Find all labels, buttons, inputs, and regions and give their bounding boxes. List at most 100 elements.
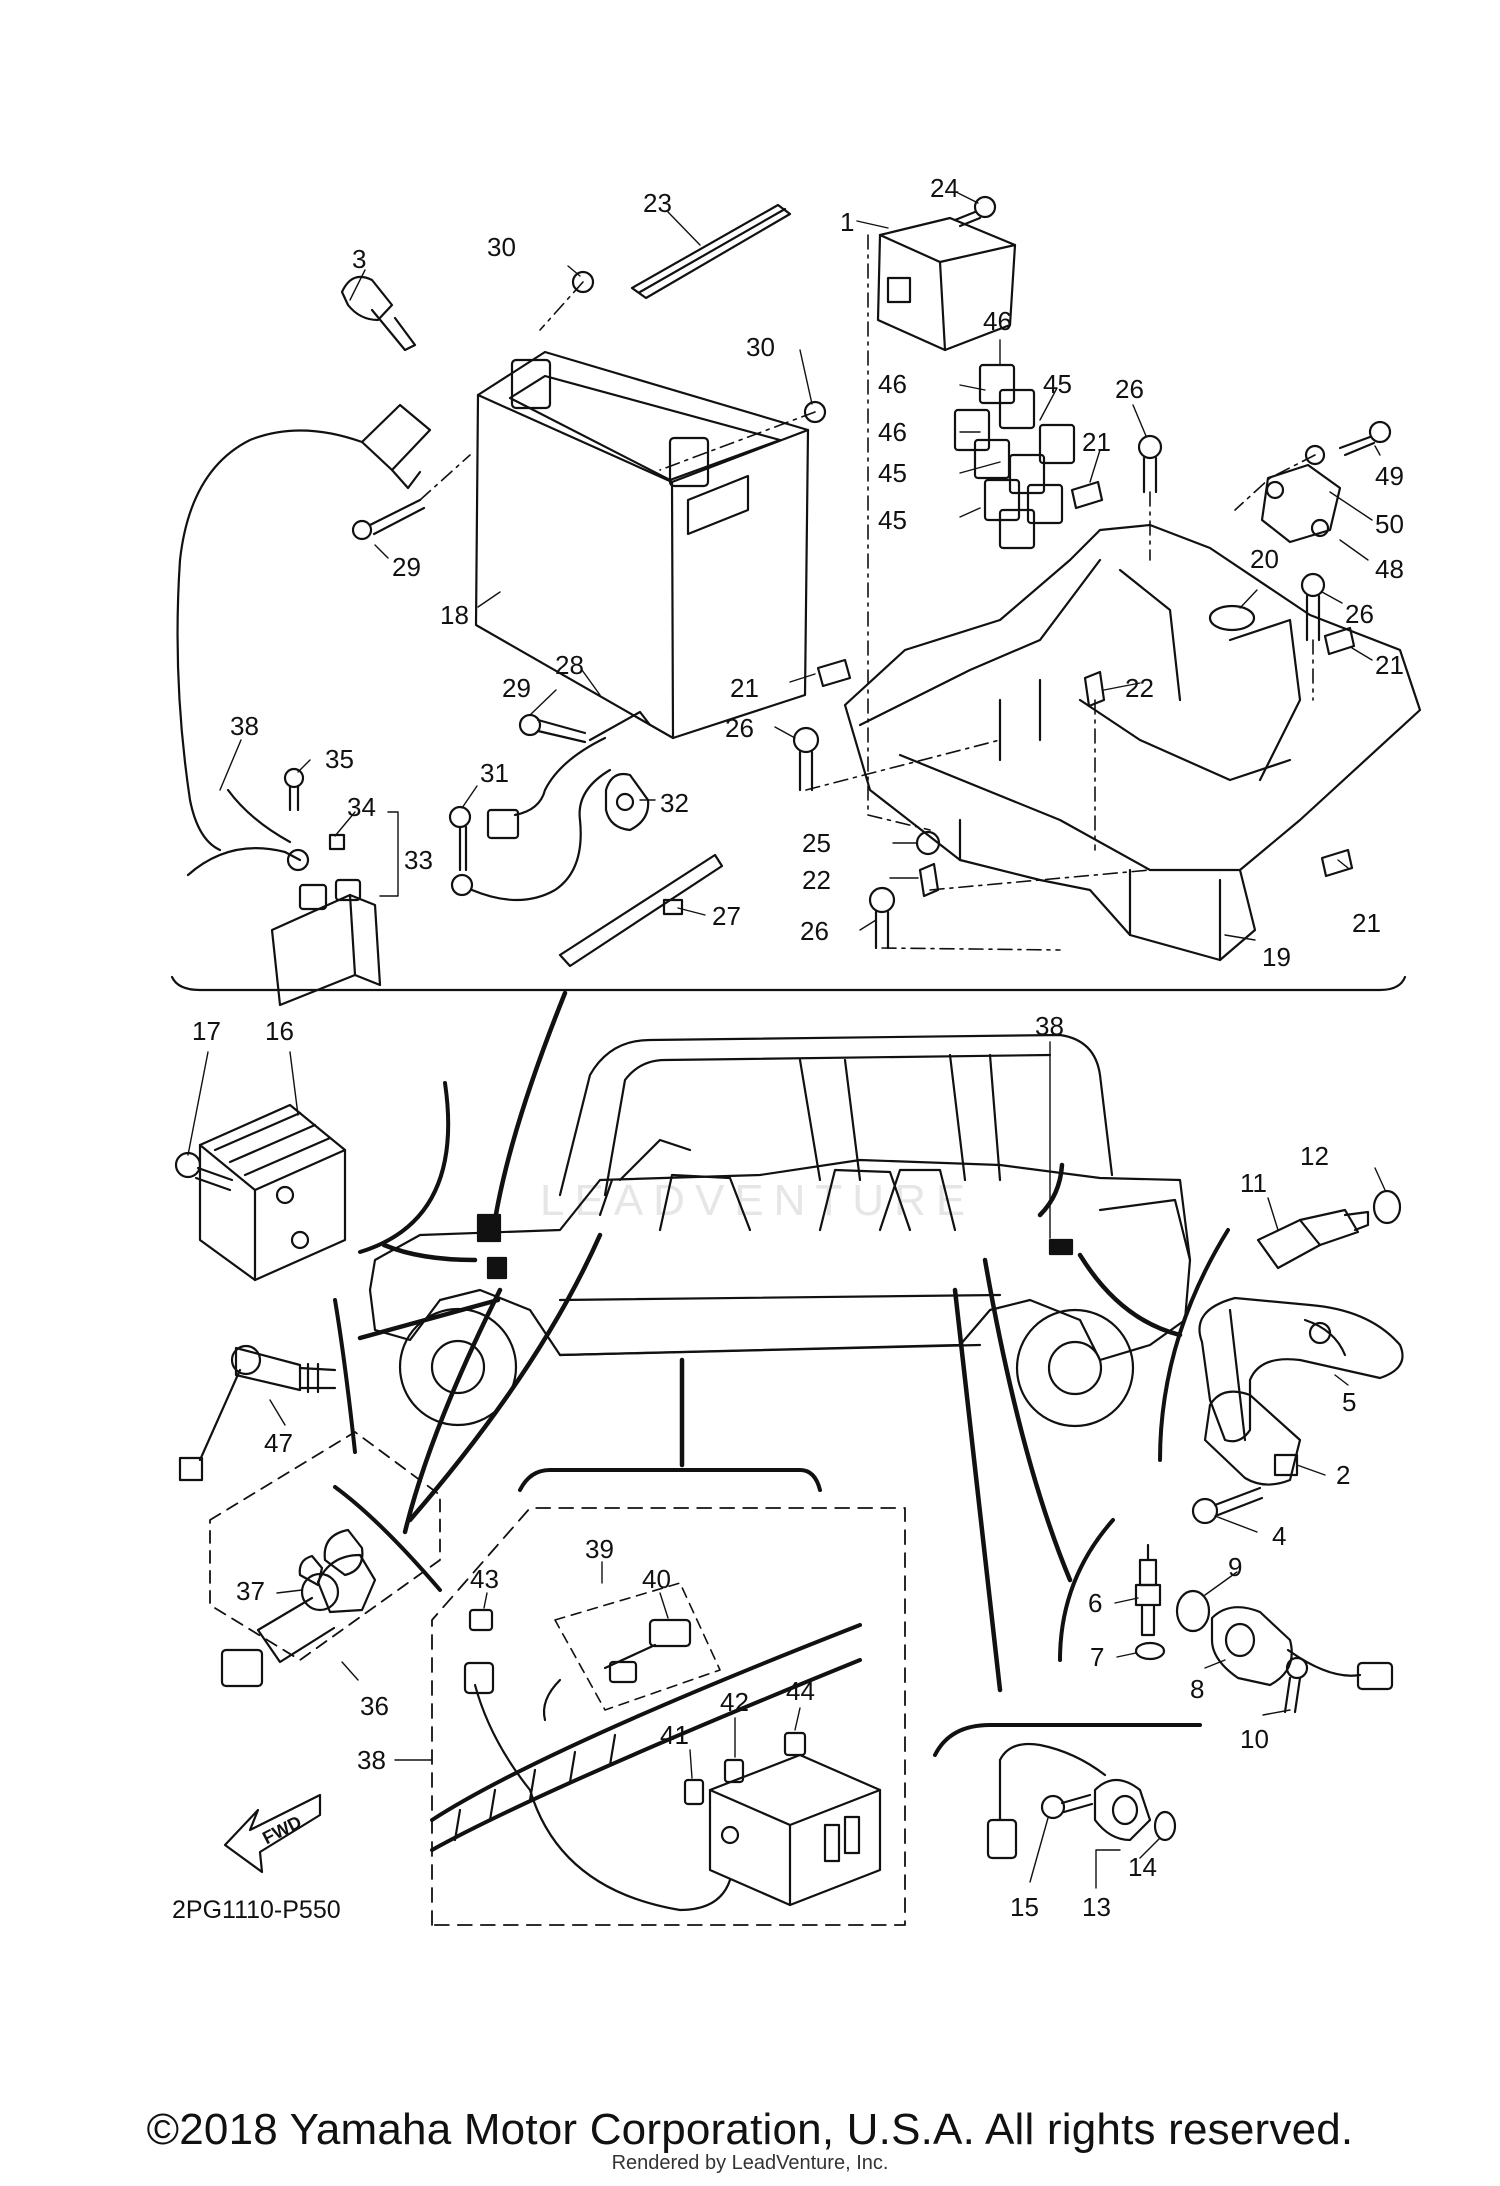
- nut-30a: [571, 270, 595, 294]
- callout-38c: 38: [357, 1745, 386, 1775]
- callout-34: 34: [347, 792, 376, 822]
- callout-8: 8: [1190, 1674, 1204, 1704]
- clip-21a: [1070, 480, 1104, 510]
- speed-sensor-13: [986, 1742, 1152, 1860]
- bracket-47: [333, 1298, 357, 1454]
- fuse-box: [708, 1753, 882, 1907]
- callout-25: 25: [802, 828, 831, 858]
- callout-7: 7: [1090, 1642, 1104, 1672]
- ecu: [876, 216, 1017, 352]
- nut-30b: [803, 400, 827, 424]
- callout-26c: 26: [725, 713, 754, 743]
- bolt-35: [283, 767, 305, 812]
- forward-arrow: [223, 1793, 322, 1874]
- callout-20: 20: [1250, 544, 1279, 574]
- clip-22a: [1083, 670, 1106, 708]
- callout-5: 5: [1342, 1387, 1356, 1417]
- gear-position-switch: [178, 1344, 337, 1482]
- callout-46b: 46: [878, 369, 907, 399]
- bolt-17: [174, 1151, 234, 1192]
- harness-dashed-box: [431, 1507, 906, 1926]
- ground-lead: [450, 768, 612, 902]
- diagram-code: 2PG1110-P550: [172, 1896, 341, 1924]
- callout-43: 43: [470, 1564, 499, 1594]
- battery-box: [843, 523, 1422, 962]
- callout-26d: 26: [800, 916, 829, 946]
- callout-26a: 26: [1115, 374, 1144, 404]
- fuse-41: [683, 1778, 705, 1806]
- lean-sensor: [1260, 463, 1342, 544]
- callout-29a: 29: [392, 552, 421, 582]
- copyright-notice: ©2018 Yamaha Motor Corporation, U.S.A. A…: [146, 2105, 1354, 2154]
- neutral-switch: [220, 1553, 377, 1688]
- vehicle-silhouette: [368, 1033, 1192, 1428]
- washer-7: [1134, 1641, 1166, 1661]
- callout-47: 47: [264, 1428, 293, 1458]
- bracket-6: [1058, 1518, 1115, 1662]
- ignition-coil: [1203, 1390, 1302, 1486]
- callout-6: 6: [1088, 1588, 1102, 1618]
- battery-lead-positive: [486, 710, 652, 840]
- callout-45a: 45: [1043, 369, 1072, 399]
- callout-42: 42: [720, 1687, 749, 1717]
- callout-22a: 22: [1125, 673, 1154, 703]
- callout-23: 23: [643, 188, 672, 218]
- bolt-26b: [1300, 572, 1326, 642]
- callout-48: 48: [1375, 554, 1404, 584]
- bolt-24: [953, 195, 997, 228]
- callout-18: 18: [440, 600, 469, 630]
- callout-49: 49: [1375, 461, 1404, 491]
- bolt-15: [1040, 1793, 1094, 1820]
- callout-44: 44: [786, 1676, 815, 1706]
- callout-37: 37: [236, 1576, 265, 1606]
- o-ring-9: [1175, 1589, 1211, 1633]
- clip-21b: [1323, 626, 1356, 656]
- clip-22b: [918, 862, 940, 898]
- callout-labels: 24 1 23 3 30 30 46 46 46 45 45 45 26 21 …: [172, 173, 1404, 1924]
- bracket-16: [358, 1081, 451, 1254]
- callout-2: 2: [1336, 1460, 1350, 1490]
- bolt-26d: [868, 886, 896, 950]
- bolt-29a: [351, 498, 426, 541]
- bolt-26c: [792, 726, 820, 792]
- fuse-44: [783, 1731, 807, 1757]
- clip-21c: [816, 658, 852, 688]
- grommet-20: [1208, 604, 1256, 632]
- battery-strap: [630, 203, 792, 300]
- relay-cluster: [953, 363, 1076, 550]
- callout-11: 11: [1240, 1168, 1267, 1198]
- callout-22b: 22: [802, 865, 831, 895]
- bracket-13: [933, 1723, 1202, 1757]
- callout-46a: 46: [983, 306, 1012, 336]
- clip-21d: [1320, 848, 1354, 878]
- bolt-29b: [518, 713, 587, 744]
- callout-21b: 21: [1375, 650, 1404, 680]
- callout-38b: 38: [1035, 1011, 1064, 1041]
- battery-cable-negative: [176, 403, 432, 852]
- callout-9: 9: [1228, 1552, 1242, 1582]
- callout-30a: 30: [487, 232, 516, 262]
- callout-17: 17: [192, 1016, 221, 1046]
- callout-19: 19: [1262, 942, 1291, 972]
- starter-lead: [186, 788, 310, 877]
- callout-32: 32: [660, 788, 689, 818]
- cable-tie: [558, 853, 724, 968]
- callout-28: 28: [555, 650, 584, 680]
- wire-clamp: [604, 772, 650, 832]
- washer-12: [1372, 1189, 1402, 1225]
- callout-50: 50: [1375, 509, 1404, 539]
- callout-14: 14: [1128, 1852, 1157, 1882]
- callout-27: 27: [712, 901, 741, 931]
- fuse-42: [723, 1758, 745, 1784]
- bolt-31: [448, 805, 472, 872]
- temperature-sensor: [1256, 1208, 1370, 1270]
- battery: [474, 350, 810, 740]
- callout-46c: 46: [878, 417, 907, 447]
- callout-26b: 26: [1345, 599, 1374, 629]
- callout-36: 36: [360, 1691, 389, 1721]
- bolt-26a: [1137, 434, 1163, 494]
- callout-12: 12: [1300, 1141, 1329, 1171]
- rendered-by-credit: Rendered by LeadVenture, Inc.: [611, 2152, 889, 2174]
- callout-21d: 21: [1352, 908, 1381, 938]
- bolt-4: [1191, 1486, 1264, 1525]
